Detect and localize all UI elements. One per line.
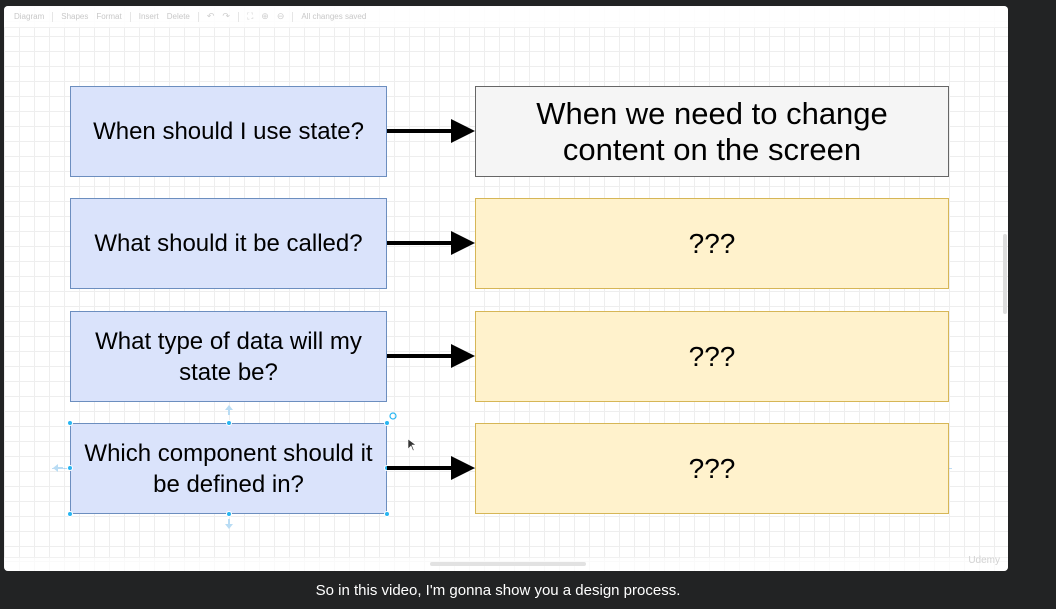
question-box[interactable]: When should I use state? [70, 86, 387, 177]
arrow-connector[interactable] [387, 341, 477, 371]
resize-handle[interactable] [67, 420, 73, 426]
question-text: What type of data will my state be? [95, 327, 362, 386]
udemy-watermark: Udemy [968, 555, 1000, 566]
save-status: All changes saved [301, 12, 367, 21]
answer-text: ??? [688, 453, 736, 484]
question-box[interactable]: What type of data will my state be? [70, 311, 387, 402]
answer-text: ??? [688, 228, 736, 259]
answer-box[interactable]: When we need to change content on the sc… [475, 86, 949, 177]
toolbar-divider [52, 11, 54, 22]
arrow-connector[interactable] [387, 453, 477, 483]
question-text: When should I use state? [93, 118, 364, 145]
arrow-connector[interactable] [387, 116, 477, 146]
rotate-handle-icon[interactable] [388, 411, 398, 421]
resize-handle[interactable] [384, 511, 390, 517]
video-caption: So in this video, I'm gonna show you a d… [315, 581, 681, 599]
zoom-in-icon[interactable]: ⊕ [261, 11, 269, 21]
clone-down-arrow-icon[interactable] [223, 518, 235, 530]
answer-text: ??? [688, 341, 736, 372]
delete-menu[interactable]: Delete [166, 12, 190, 21]
toolbar-divider [292, 11, 294, 22]
cursor-icon [408, 439, 417, 452]
resize-handle[interactable] [226, 511, 232, 517]
fullscreen-icon[interactable]: ⛶ [246, 11, 254, 21]
clone-left-arrow-icon[interactable] [52, 462, 64, 474]
toolbar-divider [237, 11, 239, 22]
toolbar-divider [129, 11, 131, 22]
answer-box[interactable]: ??? [475, 423, 949, 514]
page-tabs-bar [4, 557, 1008, 571]
question-text: What should it be called? [94, 230, 363, 257]
answer-box[interactable]: ??? [475, 311, 949, 402]
undo-icon[interactable]: ↶ [206, 11, 215, 21]
question-box-selected[interactable]: Which component should it be defined in? [70, 423, 387, 514]
horizontal-scrollbar[interactable] [430, 562, 586, 566]
shapes-menu[interactable]: Shapes [61, 12, 89, 21]
redo-icon[interactable]: ↷ [222, 11, 230, 21]
zoom-out-icon[interactable]: ⊖ [276, 11, 285, 21]
resize-handle[interactable] [226, 420, 232, 426]
caption-bar: So in this video, I'm gonna show you a d… [0, 571, 1056, 609]
format-menu[interactable]: Format [96, 12, 122, 21]
answer-box[interactable]: ??? [475, 198, 949, 289]
insert-menu[interactable]: Insert [138, 12, 159, 21]
question-box[interactable]: What should it be called? [70, 198, 387, 289]
arrow-connector[interactable] [387, 228, 477, 258]
clone-up-arrow-icon[interactable] [223, 404, 235, 416]
resize-handle[interactable] [67, 465, 73, 471]
diagram-menu[interactable]: Diagram [14, 12, 45, 21]
answer-text: When we need to change content on the sc… [536, 95, 888, 167]
resize-handle[interactable] [67, 511, 73, 517]
vertical-scrollbar[interactable] [1003, 234, 1007, 314]
question-text: Which component should it be defined in? [84, 439, 373, 498]
editor-toolbar: Diagram Shapes Format Insert Delete ↶ ↷ … [4, 6, 1008, 28]
video-frame: Diagram Shapes Format Insert Delete ↶ ↷ … [4, 6, 1008, 571]
toolbar-divider [197, 11, 199, 22]
resize-handle[interactable] [384, 420, 390, 426]
